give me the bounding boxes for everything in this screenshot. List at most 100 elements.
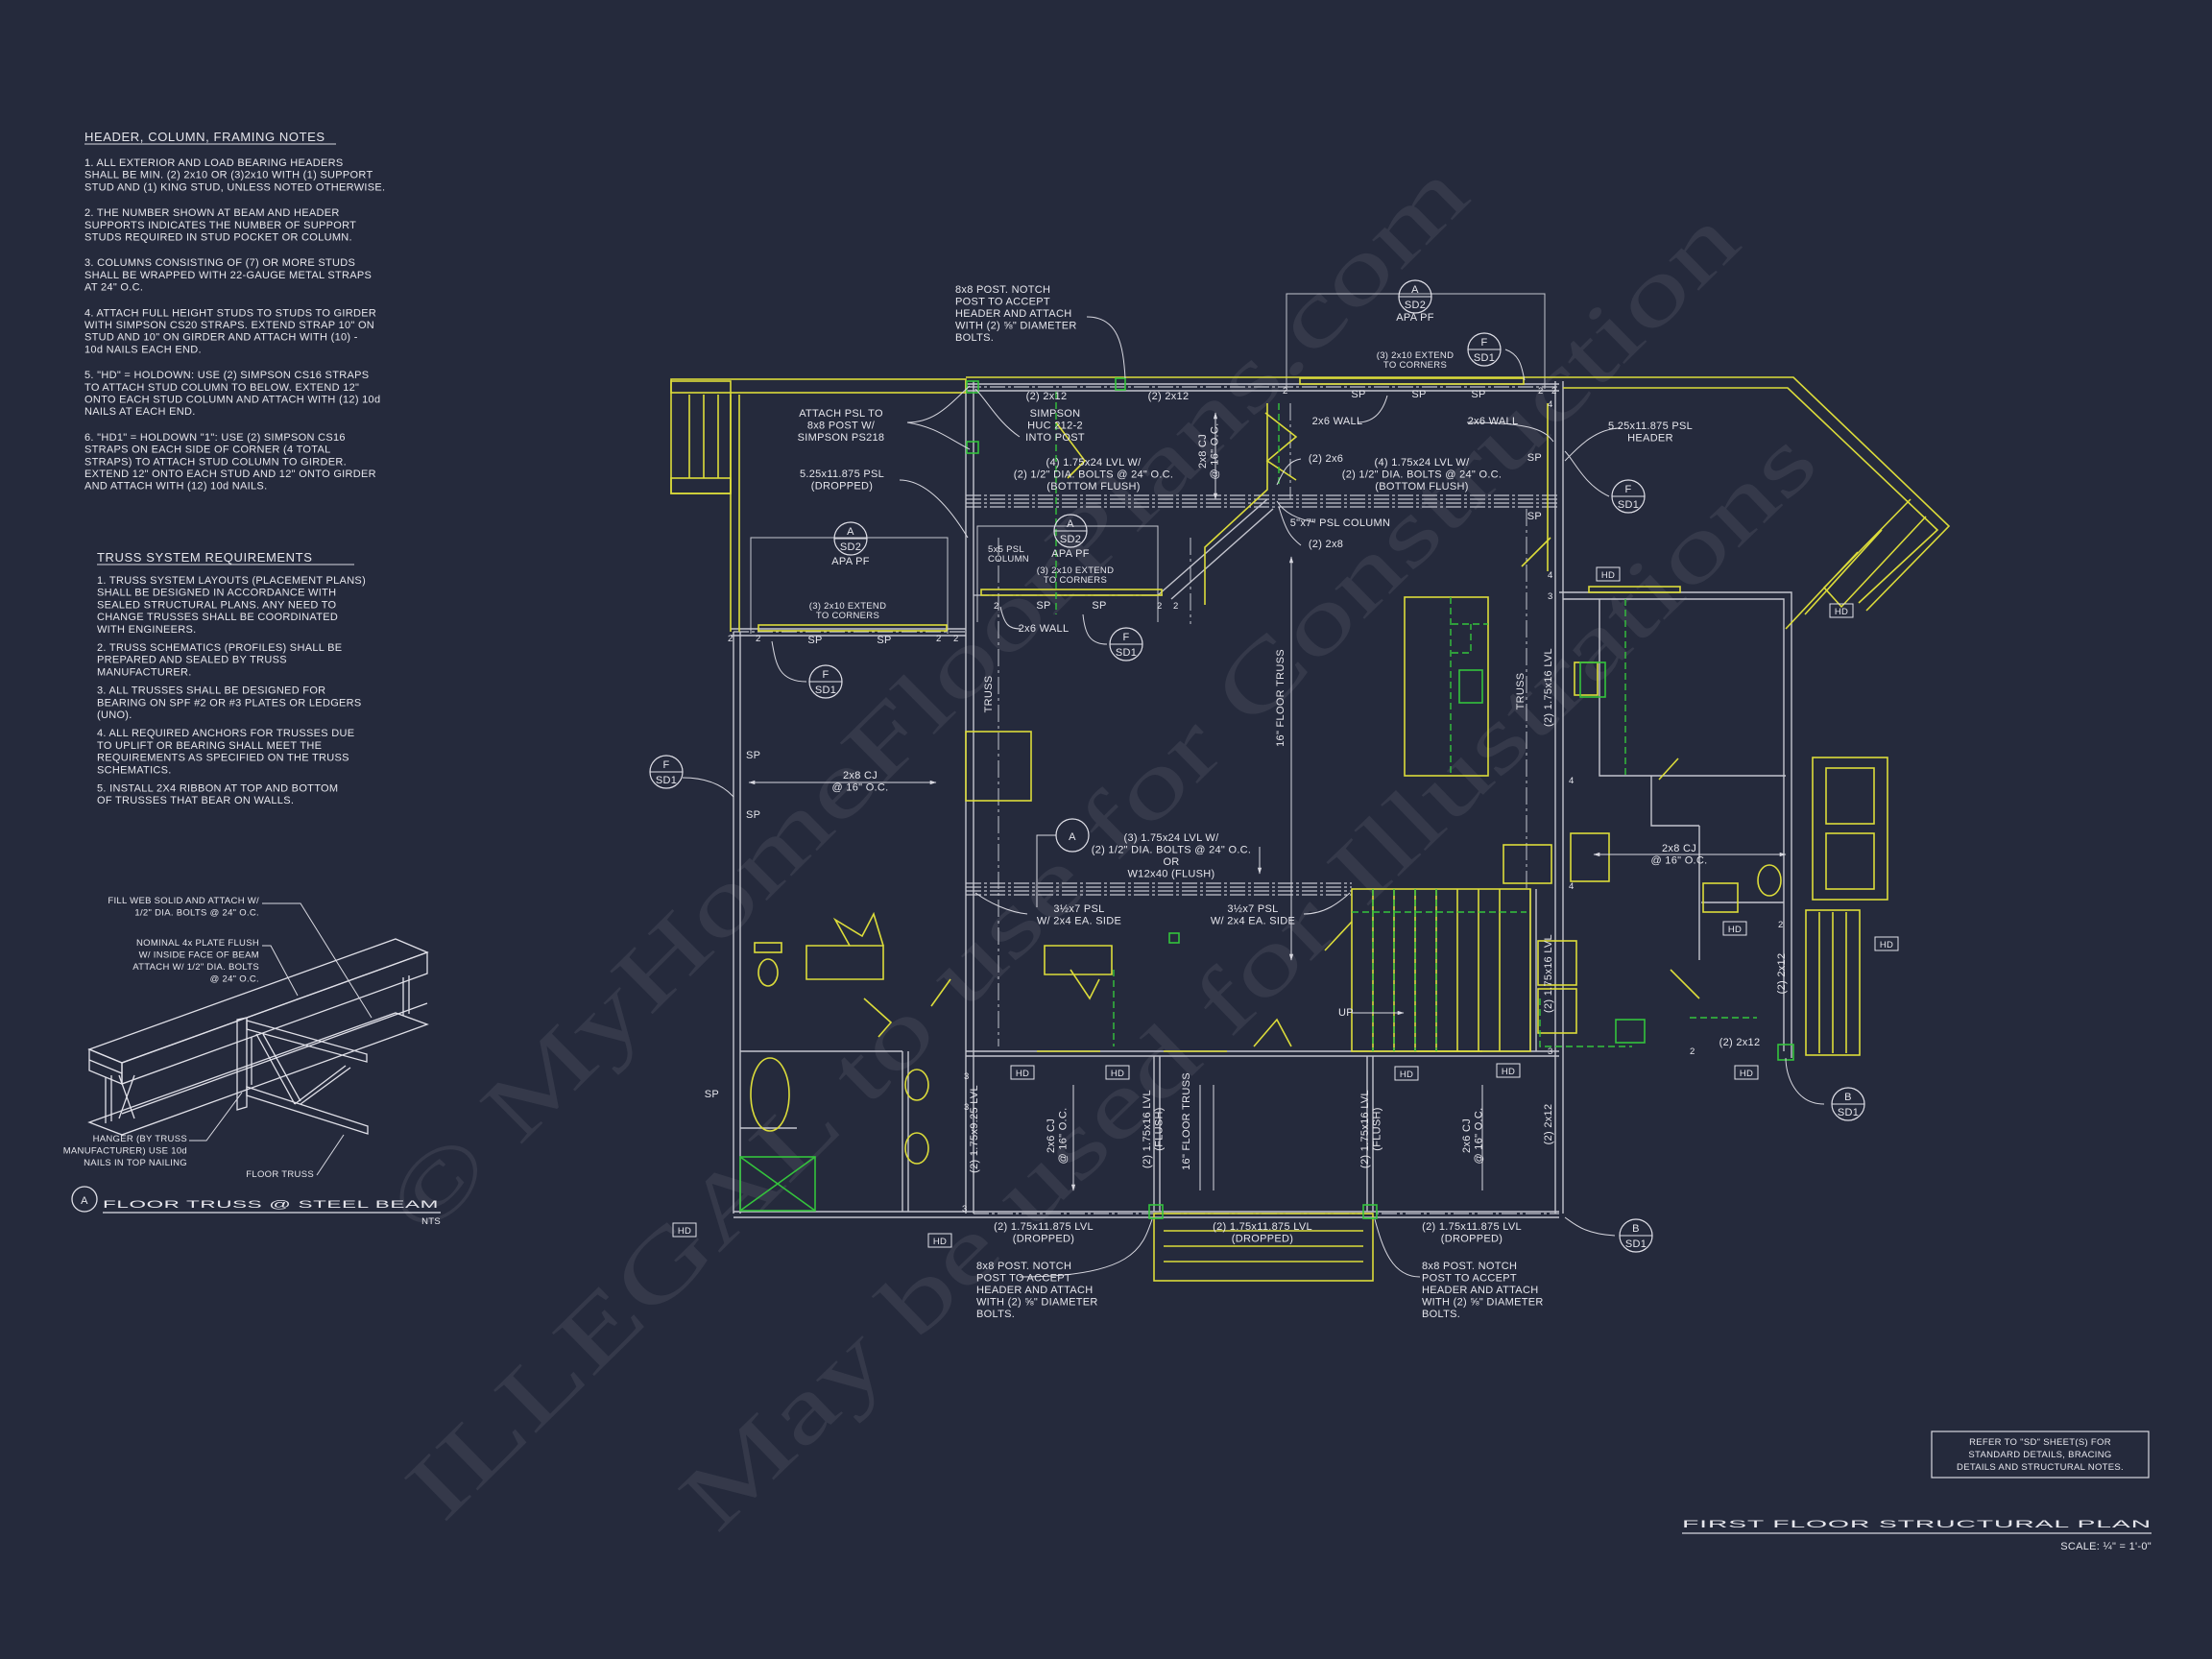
- framing-outline: [670, 376, 1951, 1282]
- plan-label-line: (2) 2x12: [1776, 953, 1788, 995]
- bubble-sheet-id: SD1: [656, 775, 677, 786]
- stud-count: 4: [1569, 776, 1575, 786]
- note-line: SCHEMATICS.: [97, 764, 172, 776]
- stud-count: 2: [728, 634, 733, 644]
- stud-count: 4: [1548, 570, 1553, 581]
- title-block: REFER TO "SD" SHEET(S) FOR STANDARD DETA…: [1682, 1431, 2152, 1552]
- stud-count: 2: [1157, 601, 1163, 612]
- bubble-detail-id: F: [1624, 484, 1631, 495]
- holdown-tag-box: [927, 1233, 952, 1248]
- note-line: SHALL BE WRAPPED WITH 22-GAUGE METAL STR…: [84, 270, 372, 281]
- detail-drawing: [87, 938, 429, 1136]
- plan-label: (2) 1.75x16 LVL: [1543, 648, 1554, 727]
- plan-label-line: (2) 1.75x16 LVL: [1359, 1090, 1371, 1168]
- sheet-scale: SCALE: ¼" = 1'-0": [2060, 1541, 2152, 1552]
- stud-count: 3: [1548, 591, 1553, 602]
- plan-label-line: HEADER AND ATTACH: [976, 1285, 1093, 1296]
- bubble-sheet-id: SD2: [840, 541, 861, 553]
- stud-count: 2: [1173, 601, 1179, 612]
- detail-callouts: FILL WEB SOLID AND ATTACH W/1/2" DIA. BO…: [63, 896, 314, 1180]
- holdown-tag: HD: [1880, 940, 1893, 950]
- plan-label-line: 2x8 CJ: [843, 770, 878, 781]
- plan-label-line: POST TO ACCEPT: [955, 297, 1050, 308]
- holdown-tag: HD: [1111, 1069, 1124, 1079]
- bubble-sheet-id: SD1: [1625, 1238, 1647, 1250]
- note-line: SHALL BE DESIGNED IN ACCORDANCE WITH: [97, 588, 336, 599]
- plan-label-line: WITH (2) ⅝" DIAMETER: [1422, 1297, 1544, 1309]
- stud-count: 3: [1548, 1046, 1553, 1057]
- section-bubble[interactable]: F SD1: [649, 755, 684, 789]
- note-line: AT 24" O.C.: [84, 282, 143, 294]
- plan-label: SP: [1527, 511, 1542, 522]
- note-line: 2. THE NUMBER SHOWN AT BEAM AND HEADER: [84, 207, 340, 219]
- bubble-detail-id: F: [1480, 337, 1487, 349]
- plan-label: 2x6 CJ@ 16" O.C.: [1046, 1107, 1070, 1164]
- plan-label: (2) 1.75x16 LVL: [1543, 934, 1554, 1013]
- detail-callout-line: ATTACH W/ 1/2" DIA. BOLTS: [132, 962, 259, 973]
- stud-count: 2: [1283, 386, 1288, 397]
- plan-label-line: 2x6 CJ: [1046, 1118, 1057, 1153]
- holdown-tag-box: [1496, 1063, 1521, 1078]
- holdown-tag-box: [672, 1222, 697, 1238]
- section-bubble[interactable]: A SD2: [833, 521, 868, 556]
- stud-count: 3: [964, 1071, 970, 1082]
- detail-callout-line: 1/2" DIA. BOLTS @ 24" O.C.: [134, 908, 259, 919]
- plan-label-line: 2x6 WALL: [1312, 416, 1363, 427]
- plan-label-line: WITH (2) ⅝" DIAMETER: [976, 1297, 1098, 1309]
- holdown-tag-box: [1105, 1065, 1130, 1080]
- plan-label: SP: [705, 1089, 719, 1100]
- plan-label-line: BOLTS.: [976, 1309, 1015, 1320]
- floor-plan: ASD2FSD1FSD1ASD2ASD2FSD1FSD1FSD1ABSD1BSD…: [649, 279, 1951, 1320]
- plan-label-line: SP: [746, 809, 760, 821]
- bubble-sheet-id: SD1: [1116, 647, 1137, 659]
- plan-label-line: INTO POST: [1025, 432, 1085, 444]
- section-bubble[interactable]: B SD1: [1831, 1087, 1865, 1121]
- plan-leaders: [682, 316, 1825, 1278]
- plan-label-line: TRUSS: [1515, 673, 1527, 710]
- plan-label-line: 3½x7 PSL: [1227, 903, 1278, 915]
- plan-label-line: SIMPSON PS218: [798, 432, 885, 444]
- plan-label: (4) 1.75x24 LVL W/(2) 1/2" DIA. BOLTS @ …: [1342, 457, 1502, 493]
- plan-label-line: 2x6 CJ: [1461, 1118, 1473, 1153]
- bubble-sheet-id: SD1: [1838, 1107, 1859, 1118]
- plan-label-line: (2) 1.75x11.875 LVL: [994, 1221, 1094, 1233]
- note-line: 3. ALL TRUSSES SHALL BE DESIGNED FOR: [97, 685, 325, 697]
- note-line: 4. ALL REQUIRED ANCHORS FOR TRUSSES DUE: [97, 728, 354, 739]
- holdown-tag-box: [1874, 936, 1899, 951]
- plan-label-line: (3) 2x10 EXTEND: [1377, 350, 1455, 361]
- bubble-detail-id: B: [1844, 1092, 1852, 1103]
- section-bubble[interactable]: A: [1055, 818, 1090, 853]
- bubble-detail-id: F: [662, 759, 669, 771]
- stud-count: 2: [1778, 920, 1784, 930]
- section-bubbles: ASD2FSD1FSD1ASD2ASD2FSD1FSD1FSD1ABSD1BSD…: [649, 279, 1865, 1253]
- plan-label-line: (2) 2x8: [1309, 539, 1343, 550]
- bubble-detail-id: A: [847, 526, 854, 538]
- plan-label-line: 8x8 POST W/: [807, 421, 876, 432]
- note-line: 5. "HD" = HOLDOWN: USE (2) SIMPSON CS16 …: [84, 370, 369, 381]
- note-line: OF TRUSSES THAT BEAR ON WALLS.: [97, 795, 294, 806]
- plan-label-line: SIMPSON: [1030, 408, 1081, 420]
- detail-callout-line: W/ INSIDE FACE OF BEAM: [139, 950, 259, 961]
- plan-label-line: SP: [1351, 389, 1365, 400]
- plan-label-line: 2x6 WALL: [1468, 416, 1519, 427]
- plan-label: APA PF: [1396, 312, 1433, 324]
- plan-label-line: TRUSS: [983, 676, 995, 713]
- plan-label-line: BOLTS.: [955, 332, 994, 344]
- notes-title: TRUSS SYSTEM REQUIREMENTS: [97, 550, 312, 565]
- refer-note-line: STANDARD DETAILS, BRACING: [1968, 1450, 2111, 1460]
- detail-bubble: [71, 1186, 98, 1213]
- plan-label: (2) 2x12: [1148, 391, 1189, 402]
- plan-label-line: (2) 2x6: [1309, 453, 1343, 465]
- bubble-detail-id: A: [1411, 284, 1419, 296]
- note-line: 1. ALL EXTERIOR AND LOAD BEARING HEADERS: [84, 157, 344, 169]
